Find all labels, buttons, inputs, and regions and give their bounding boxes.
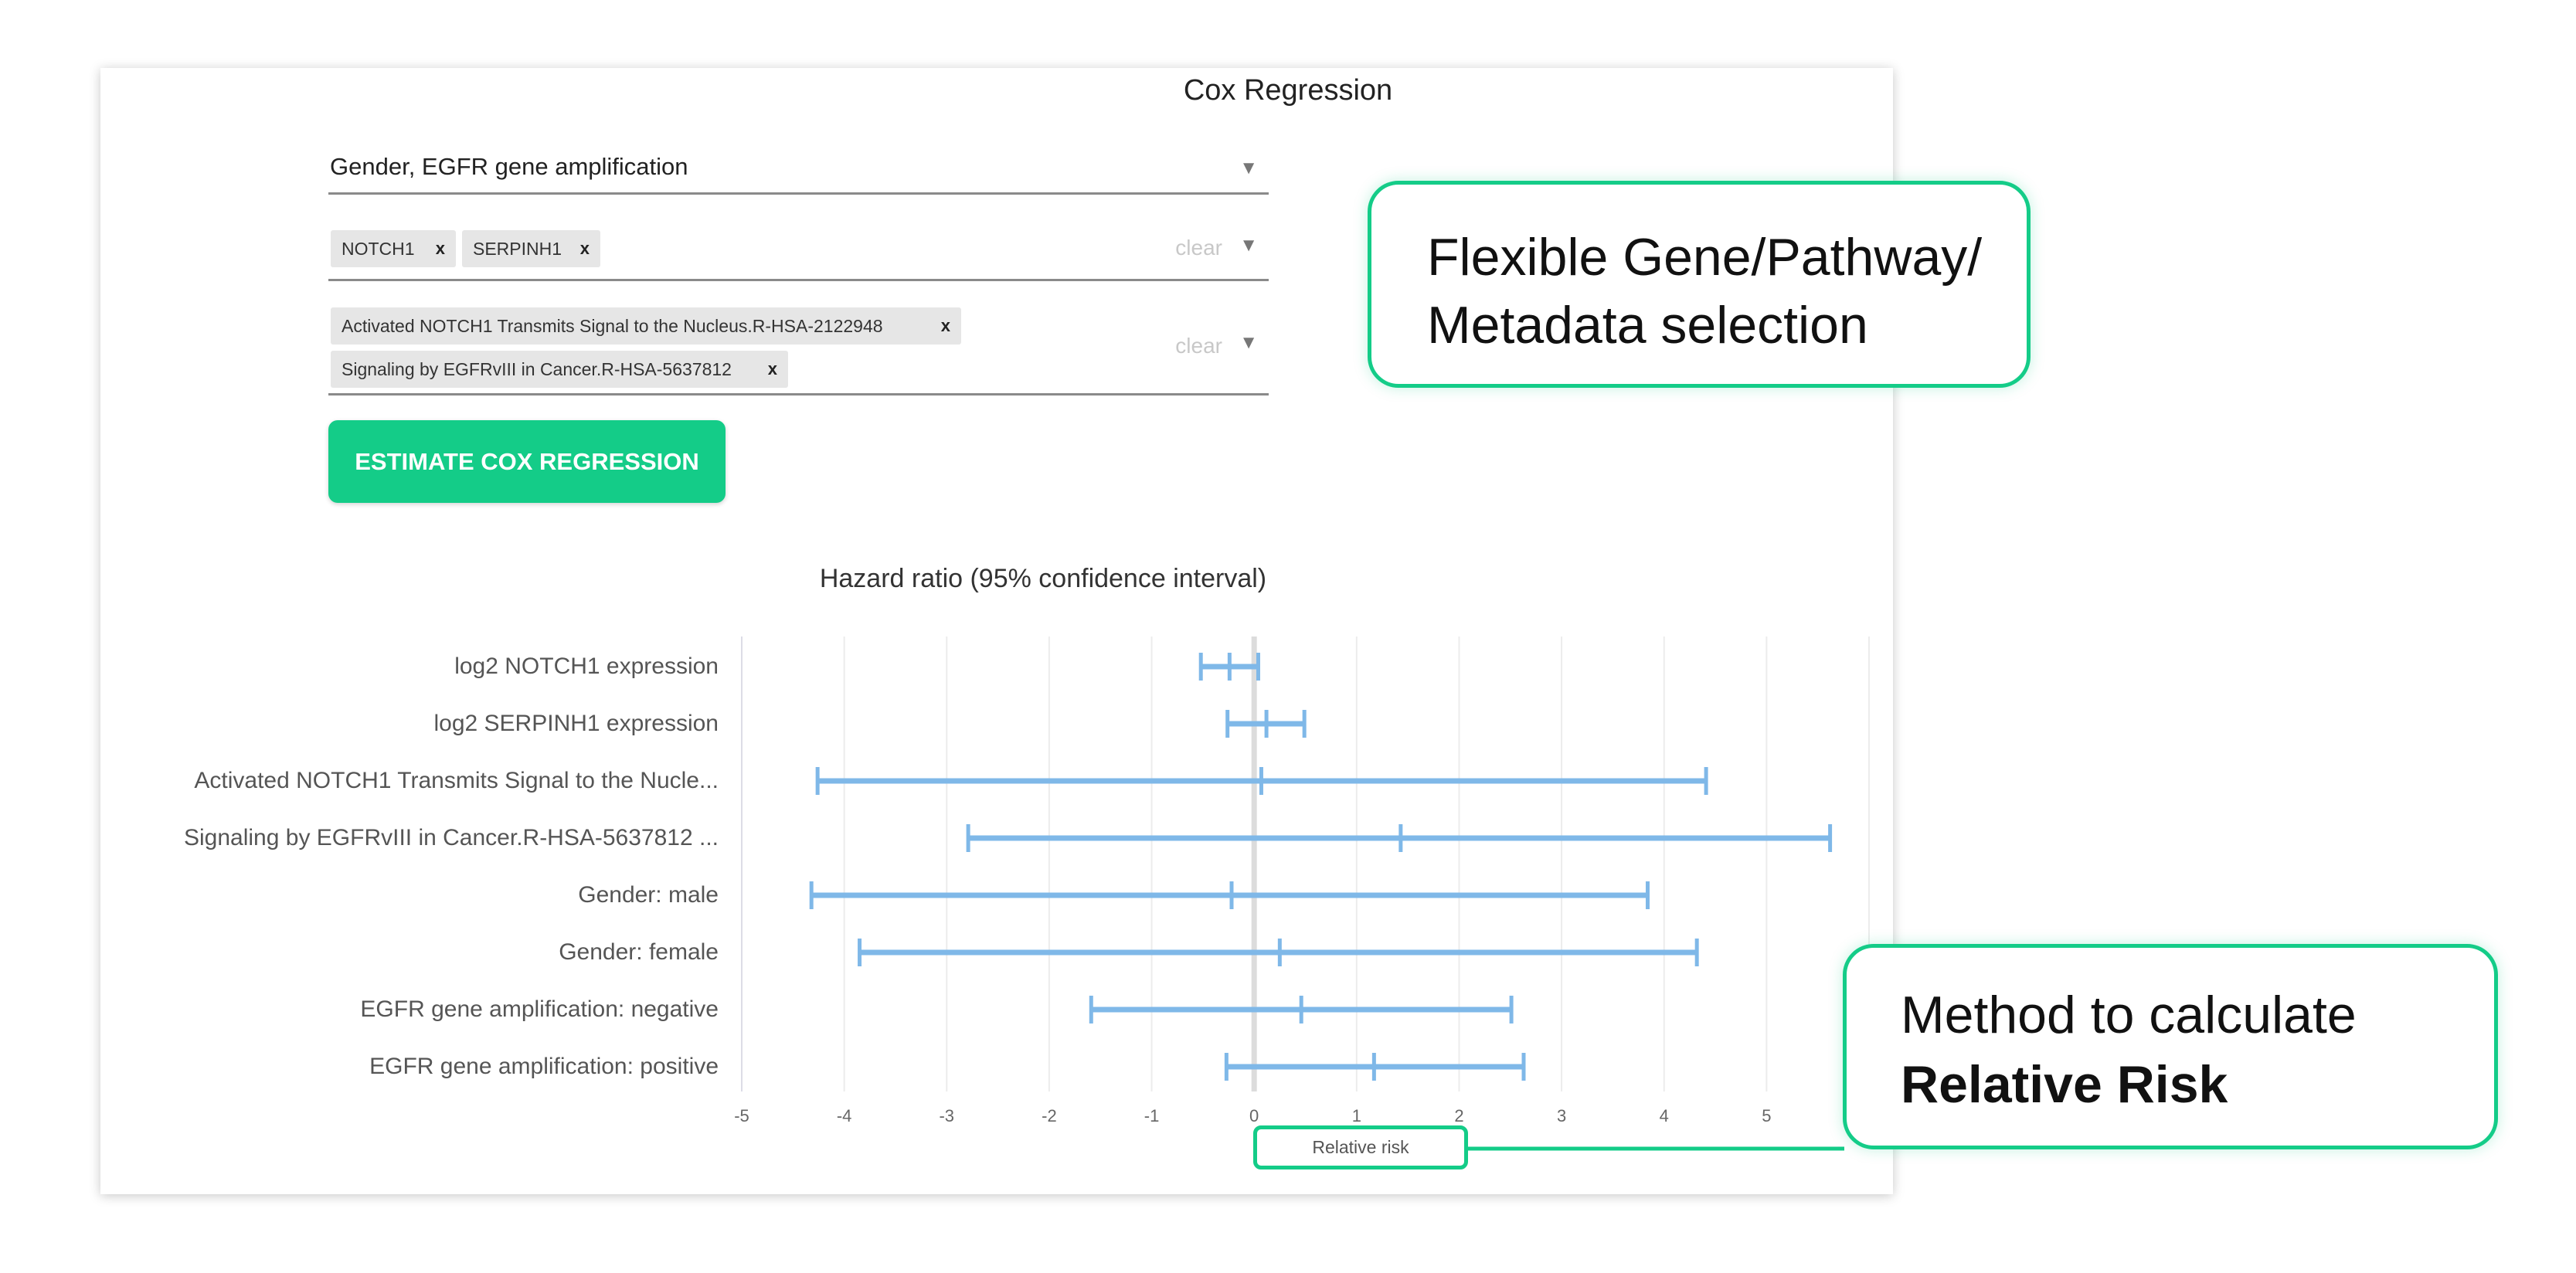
x-axis-label: Relative risk: [1253, 1125, 1468, 1169]
row-label: Gender: male: [578, 882, 719, 908]
row-label: Gender: female: [559, 939, 719, 965]
x-tick-label: 4: [1659, 1106, 1669, 1125]
x-tick-label: 5: [1762, 1106, 1772, 1125]
callout-selection: Flexible Gene/Pathway/ Metadata selectio…: [1368, 181, 2031, 388]
remove-chip-icon[interactable]: x: [435, 239, 445, 258]
x-tick-label: -3: [939, 1106, 955, 1125]
page-title: Cox Regression: [1183, 74, 1393, 107]
chevron-down-icon[interactable]: ▼: [1239, 332, 1258, 353]
metadata-select[interactable]: Gender, EGFR gene amplification ▼: [328, 147, 1269, 195]
chip-pathway-egfrviii: Signaling by EGFRvIII in Cancer.R-HSA-56…: [331, 351, 788, 388]
pathway-select[interactable]: Activated NOTCH1 Transmits Signal to the…: [328, 301, 1269, 395]
callout-method: Method to calculate Relative Risk: [1843, 944, 2498, 1149]
callout-line: Metadata selection: [1427, 296, 1868, 355]
x-tick-label: -5: [734, 1106, 749, 1125]
clear-button[interactable]: clear: [1175, 236, 1222, 260]
callout-line: Flexible Gene/Pathway/: [1427, 228, 1983, 287]
metadata-select-value: Gender, EGFR gene amplification: [330, 153, 688, 180]
remove-chip-icon[interactable]: x: [579, 239, 590, 258]
chevron-down-icon[interactable]: ▼: [1239, 235, 1258, 256]
callout-line-bold: Relative Risk: [1901, 1055, 2228, 1114]
x-tick-label: -4: [836, 1106, 852, 1125]
x-tick-label: 0: [1249, 1106, 1259, 1125]
clear-button[interactable]: clear: [1175, 334, 1222, 358]
row-label: Activated NOTCH1 Transmits Signal to the…: [194, 768, 719, 793]
x-tick-label: 3: [1556, 1106, 1567, 1125]
chart-title: Hazard ratio (95% confidence interval): [819, 564, 1267, 593]
estimate-cox-regression-button[interactable]: ESTIMATE COX REGRESSION: [328, 420, 726, 503]
x-tick-label: 2: [1454, 1106, 1464, 1125]
chip-label: Signaling by EGFRvIII in Cancer.R-HSA-56…: [342, 359, 732, 379]
callout-line: Method to calculate: [1901, 986, 2357, 1044]
row-label: Signaling by EGFRvIII in Cancer.R-HSA-56…: [184, 825, 719, 850]
row-label: log2 NOTCH1 expression: [454, 653, 719, 679]
x-tick-label: 1: [1351, 1106, 1361, 1125]
chip-serpinh1: SERPINH1 x: [462, 230, 600, 267]
chip-label: NOTCH1: [342, 239, 415, 259]
chip-pathway-notch1: Activated NOTCH1 Transmits Signal to the…: [331, 307, 961, 345]
chip-label: Activated NOTCH1 Transmits Signal to the…: [342, 316, 883, 336]
row-label: EGFR gene amplification: positive: [369, 1054, 719, 1079]
remove-chip-icon[interactable]: x: [940, 316, 950, 335]
x-tick-label: -1: [1144, 1106, 1160, 1125]
gene-select[interactable]: NOTCH1 x SERPINH1 x clear ▼: [328, 224, 1269, 281]
remove-chip-icon[interactable]: x: [767, 359, 777, 379]
x-tick-label: -2: [1042, 1106, 1057, 1125]
chip-notch1: NOTCH1 x: [331, 230, 456, 267]
chip-label: SERPINH1: [473, 239, 562, 259]
row-label: EGFR gene amplification: negative: [360, 996, 719, 1022]
row-label: log2 SERPINH1 expression: [433, 711, 719, 736]
chevron-down-icon[interactable]: ▼: [1239, 158, 1258, 178]
